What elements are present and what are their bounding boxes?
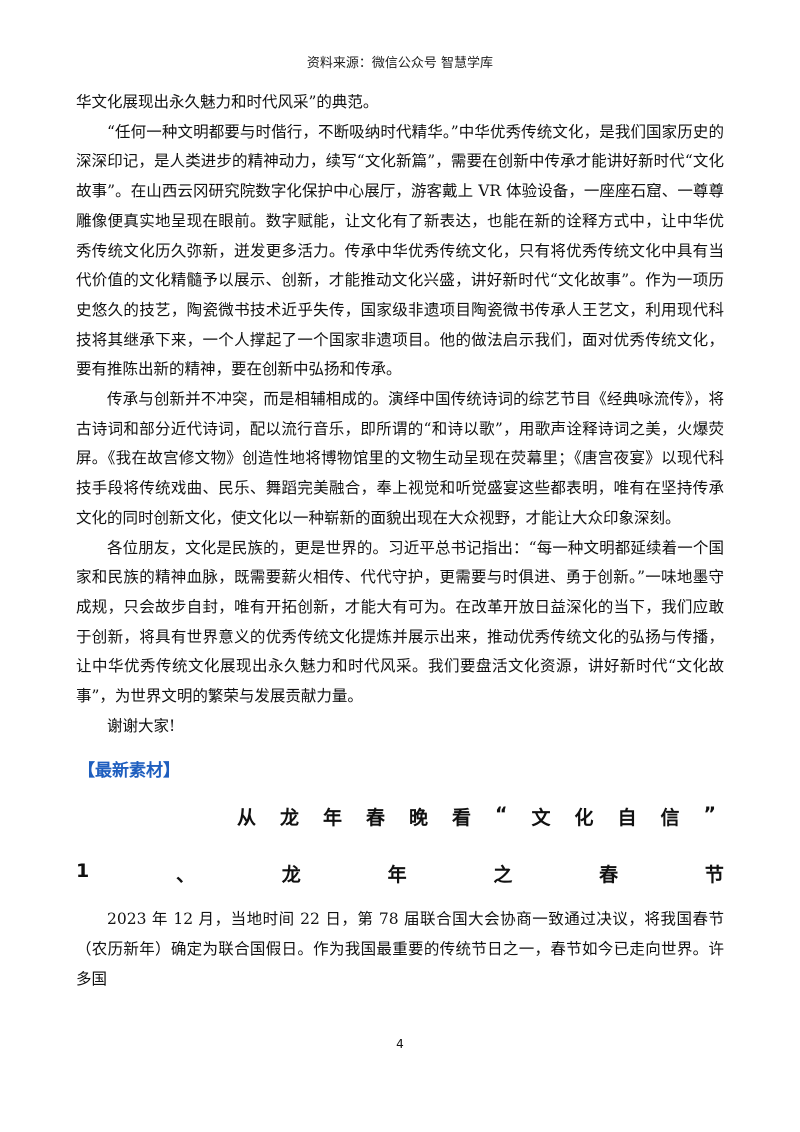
- title-char: 晚: [409, 807, 429, 830]
- title-char: 信: [660, 807, 680, 830]
- paragraph: 2023 年 12 月，当地时间 22 日，第 78 届联合国大会协商一致通过决…: [76, 910, 724, 988]
- heading-char: 春: [599, 864, 619, 887]
- heading-char: 龙: [281, 864, 301, 887]
- heading-char: 之: [493, 864, 513, 887]
- article-title: 从 龙 年 春 晚 看 “ 文 化 自 信 ”: [76, 803, 724, 830]
- heading-char: 节: [704, 864, 724, 887]
- title-char: ”: [703, 803, 716, 826]
- page-header: 资料来源：微信公众号 智慧学库: [306, 56, 494, 71]
- document-body: 华文化展现出永久魅力和时代风采”的典范。 “任何一种文明都要与时偕行，不断吸纳时…: [76, 88, 724, 995]
- paragraph-continued: 华文化展现出永久魅力和时代风采”的典范。: [76, 93, 379, 111]
- title-char: 自: [617, 807, 637, 830]
- heading-char: 、: [176, 864, 196, 887]
- paragraph: 传承与创新并不冲突，而是相辅相成的。演绎中国传统诗词的综艺节目《经典咏流传》，将…: [76, 390, 724, 527]
- title-char: 化: [574, 807, 594, 830]
- closing-line: 谢谢大家!: [107, 716, 176, 735]
- title-char: 看: [452, 807, 472, 830]
- section-tag: 【最新素材】: [78, 761, 180, 782]
- heading-char: 年: [387, 864, 407, 887]
- title-char: 文: [531, 807, 551, 830]
- title-char: 龙: [280, 807, 300, 830]
- title-char: 春: [366, 807, 386, 830]
- title-char: 从: [237, 807, 257, 830]
- section-heading: 1 、 龙 年 之 春 节: [76, 860, 724, 887]
- title-char: “: [495, 803, 508, 826]
- title-char: 年: [323, 807, 343, 830]
- paragraph: “任何一种文明都要与时偕行，不断吸纳时代精华。”中华优秀传统文化，是我们国家历史…: [76, 122, 724, 379]
- page-number: 4: [396, 1037, 404, 1051]
- paragraph: 各位朋友，文化是民族的，更是世界的。习近平总书记指出：“每一种文明都延续着一个国…: [76, 538, 724, 706]
- heading-char: 1: [76, 860, 90, 883]
